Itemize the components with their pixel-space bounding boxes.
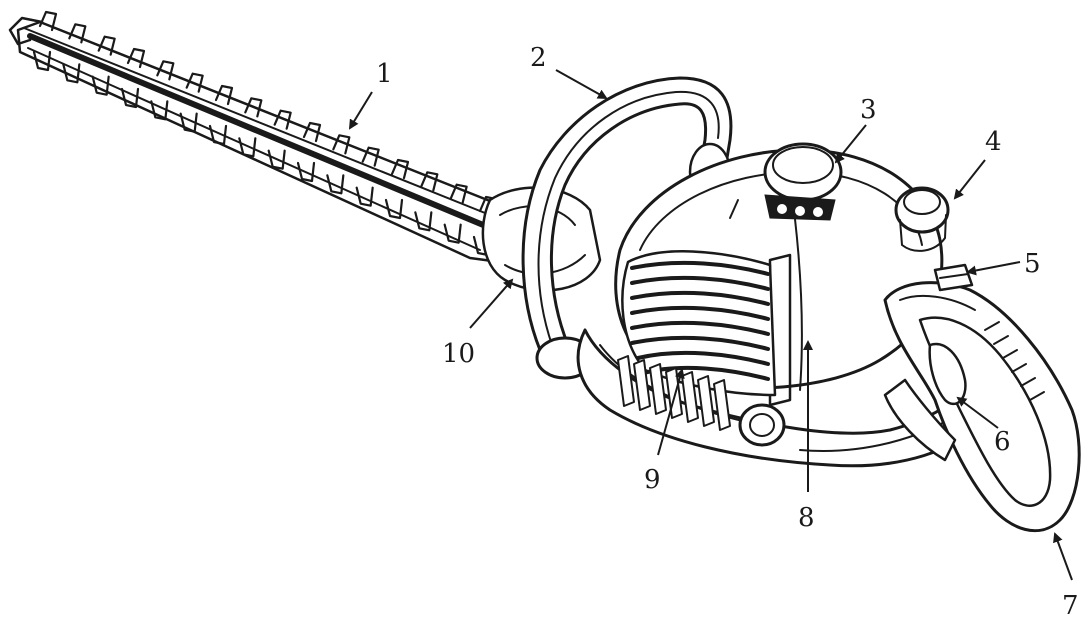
cooling-fin xyxy=(649,363,667,415)
grille-slat xyxy=(636,350,770,366)
blade-tooth xyxy=(384,198,404,220)
blade-tooth xyxy=(120,87,140,109)
blade-tooth xyxy=(332,134,351,155)
stop-switch xyxy=(933,263,974,292)
blade-tooth xyxy=(62,63,81,84)
leader-2 xyxy=(555,69,608,99)
callout-7: 7 xyxy=(1062,591,1079,621)
blade-tooth xyxy=(179,112,198,133)
cooling-fin xyxy=(713,379,731,431)
leader-1 xyxy=(348,91,373,130)
blade-tooth xyxy=(390,158,410,180)
callout-6: 6 xyxy=(994,427,1011,457)
callout-8: 8 xyxy=(798,503,815,533)
blade-tooth xyxy=(238,137,257,158)
grille-slat xyxy=(630,275,770,291)
callout-numbers: 1 2 3 4 5 6 7 8 9 10 xyxy=(376,43,1079,621)
callout-leaders xyxy=(348,69,1073,581)
leader-5 xyxy=(966,261,1021,276)
blade-tooth xyxy=(443,223,462,244)
blade-tooth xyxy=(38,10,58,32)
callout-1: 1 xyxy=(376,59,393,89)
blade-tooth xyxy=(355,186,374,207)
blade-tooth xyxy=(244,97,263,118)
callout-4: 4 xyxy=(985,127,1002,157)
blade-tooth xyxy=(156,60,175,81)
leader-3 xyxy=(834,124,867,164)
blade-tooth xyxy=(91,75,110,96)
grip-rib xyxy=(1011,363,1027,373)
starter-knob xyxy=(738,403,786,447)
cooling-grille xyxy=(621,250,777,397)
leader-6 xyxy=(956,396,999,429)
blade-tooth xyxy=(420,171,439,192)
grille-slat xyxy=(630,290,770,306)
fuel-cap xyxy=(729,142,843,221)
blade-tooth xyxy=(185,72,204,93)
cooling-fin xyxy=(633,359,651,411)
cooling-fin xyxy=(617,355,635,407)
grille-slat xyxy=(630,305,770,321)
blade-tooth xyxy=(32,50,52,72)
cooling-fin xyxy=(697,375,715,427)
blade-tooth xyxy=(414,211,433,232)
callout-2: 2 xyxy=(530,43,547,73)
blade-tooth xyxy=(361,146,380,167)
blade-tooth xyxy=(326,174,345,195)
leader-4 xyxy=(953,159,986,200)
grille-slat xyxy=(630,320,770,336)
grip-rib xyxy=(984,321,1000,331)
grip-rib xyxy=(1020,377,1036,387)
blade-tooth xyxy=(267,149,286,170)
callout-10: 10 xyxy=(442,339,475,369)
blade-tooth xyxy=(126,47,146,69)
leader-9 xyxy=(657,368,685,456)
grip-rib xyxy=(1029,391,1045,401)
blade-tooth xyxy=(273,109,292,130)
blade-tooth xyxy=(302,121,322,143)
cutter-blade xyxy=(8,10,517,264)
blade-tooth xyxy=(68,23,87,44)
callout-5: 5 xyxy=(1024,249,1041,279)
blade-tooth xyxy=(296,161,316,183)
callout-3: 3 xyxy=(860,95,877,125)
grip-rib xyxy=(1002,349,1018,359)
blade-tooth xyxy=(97,35,116,56)
grille-slat xyxy=(630,260,770,276)
leader-10 xyxy=(469,278,514,329)
grip-rib xyxy=(993,335,1009,345)
cooling-fin xyxy=(665,367,683,419)
cooling-fin xyxy=(681,371,699,423)
blade-tooth xyxy=(449,183,468,204)
blade-tooth xyxy=(150,100,169,121)
leader-7 xyxy=(1053,532,1073,581)
air-filter-knob xyxy=(894,186,950,252)
callout-9: 9 xyxy=(644,465,661,495)
blade-tooth xyxy=(214,84,234,106)
blade-tooth xyxy=(208,124,228,146)
grille-slat xyxy=(630,335,770,351)
lower-fins xyxy=(617,355,731,431)
